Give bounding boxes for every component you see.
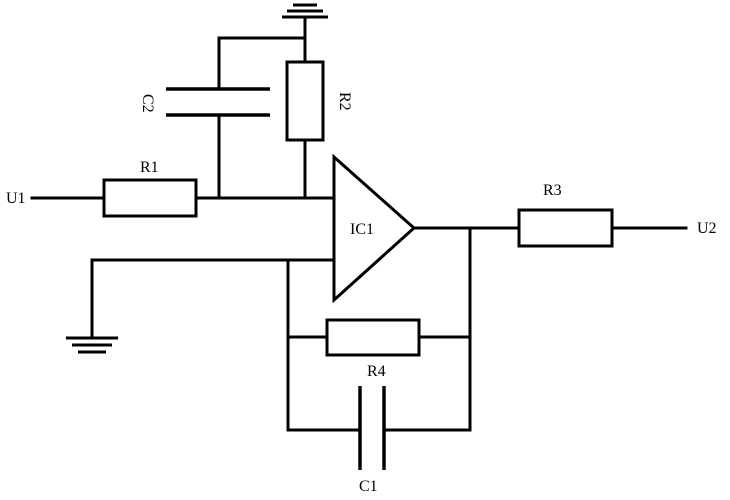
- label-u1: U1: [6, 190, 26, 207]
- resistor-r1: [102, 178, 198, 218]
- label-u2: U2: [697, 220, 717, 237]
- top-ground-icon: [282, 3, 328, 19]
- label-ic1: IC1: [350, 221, 374, 238]
- label-c2: C2: [139, 94, 156, 113]
- ground-input-wire: [90, 258, 336, 340]
- resistor-r3: [517, 208, 614, 248]
- label-c1: C1: [359, 478, 378, 495]
- opamp-ic1: [332, 153, 417, 304]
- left-ground-icon: [66, 336, 118, 354]
- label-r4: R4: [367, 363, 386, 380]
- label-r3: R3: [543, 182, 562, 199]
- resistor-r2: [285, 60, 325, 142]
- feedback-wire: [286, 226, 472, 432]
- capacitor-c2: [166, 87, 270, 117]
- c2-branch-wire: [217, 36, 307, 200]
- resistor-r4: [325, 318, 421, 357]
- label-r2: R2: [336, 92, 353, 111]
- label-r1: R1: [140, 159, 159, 176]
- capacitor-c1: [358, 386, 386, 470]
